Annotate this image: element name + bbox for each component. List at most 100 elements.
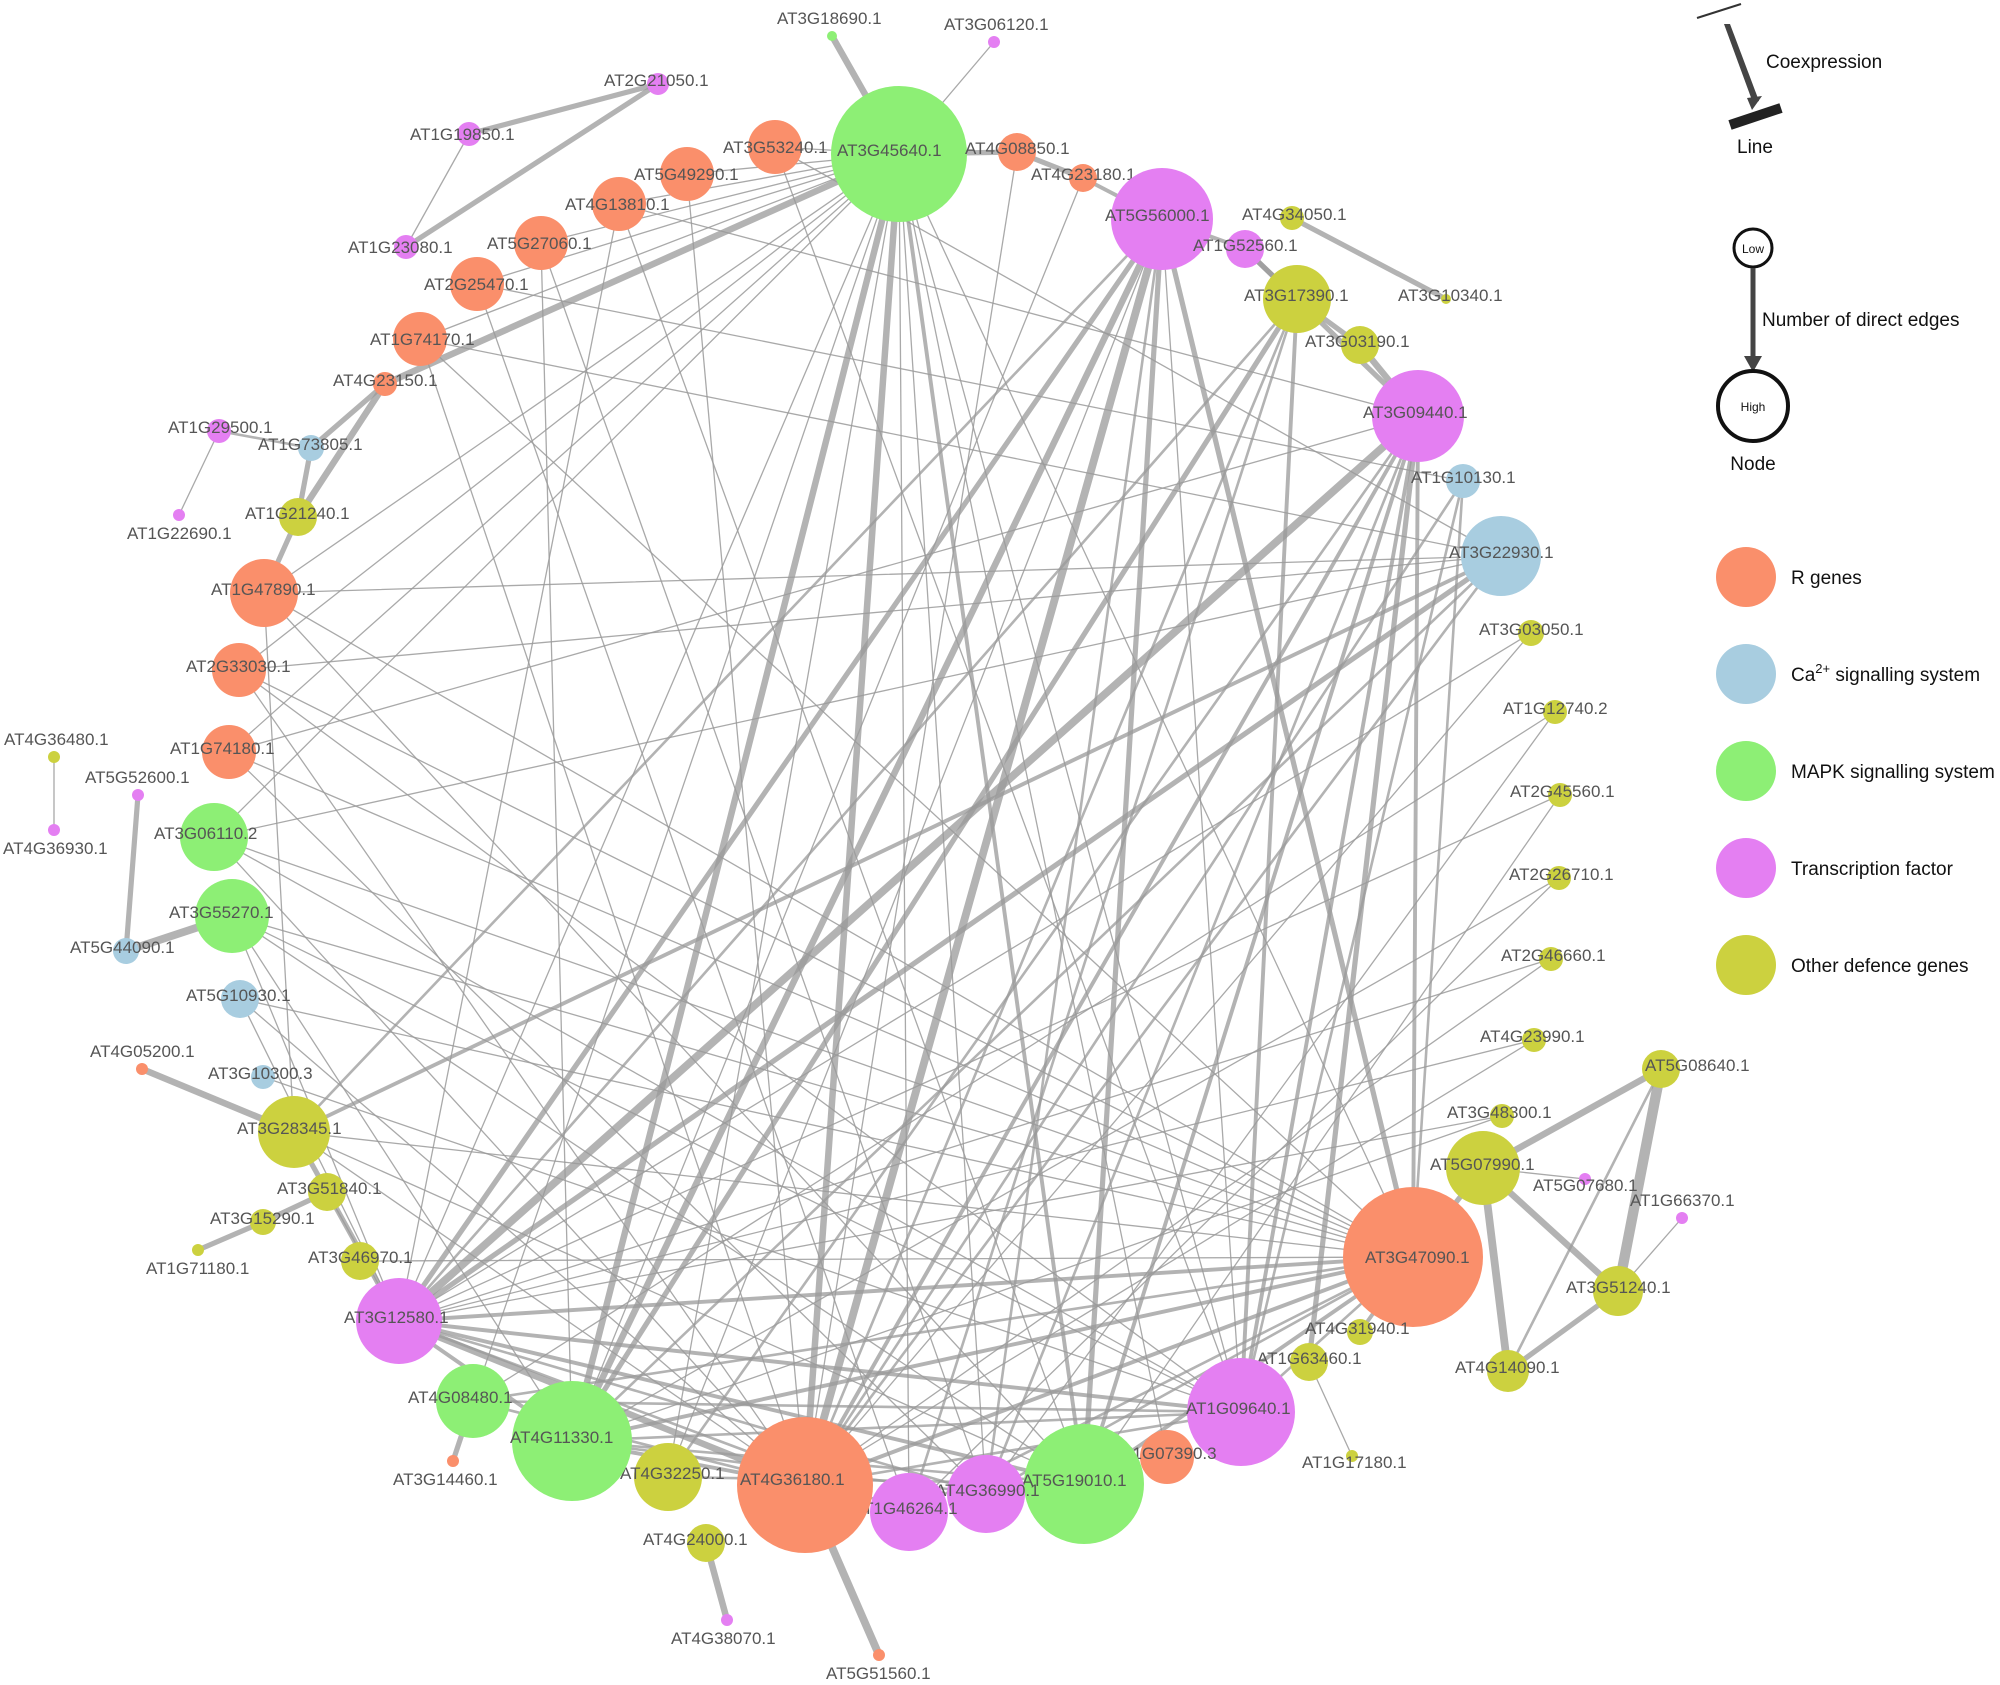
node-circle xyxy=(212,643,266,697)
node-circle xyxy=(1280,206,1304,230)
edge xyxy=(228,153,900,753)
network-node: AT4G36990.1 xyxy=(935,1455,1040,1533)
edge xyxy=(213,555,1502,838)
node-label: AT5G27060.1 xyxy=(487,234,592,253)
legend-node-label: Node xyxy=(1730,454,1775,475)
edge xyxy=(804,958,1552,1486)
network-node: AT3G03050.1 xyxy=(1479,620,1584,646)
network-node: AT2G45560.1 xyxy=(1510,782,1615,807)
edge xyxy=(618,203,1419,417)
node-label: AT5G10930.1 xyxy=(186,986,291,1005)
network-node: AT1G09640.1 xyxy=(1186,1358,1295,1466)
legend-node-low xyxy=(1732,227,1774,269)
network-node: AT3G51840.1 xyxy=(277,1173,382,1211)
edge xyxy=(1082,414,1420,1486)
edge xyxy=(570,554,1503,1443)
legend-label-suffix: signalling system xyxy=(1830,665,1980,686)
node-label: AT3G06110.2 xyxy=(154,824,257,843)
network-node: AT3G28345.1 xyxy=(237,1096,342,1168)
legend-swatch-r xyxy=(1716,547,1776,607)
node-label: AT3G12580.1 xyxy=(344,1308,449,1327)
node-circle xyxy=(1593,1266,1643,1316)
edge xyxy=(803,1255,1415,1487)
legend-label-text: R genes xyxy=(1791,568,1862,589)
node-circle xyxy=(1642,1050,1680,1088)
node-label: AT4G05200.1 xyxy=(90,1042,195,1061)
node-label: AT3G18690.1 xyxy=(777,9,882,28)
node-label: AT3G55270.1 xyxy=(169,903,274,922)
node-circle xyxy=(1461,516,1541,596)
node-circle xyxy=(1539,947,1563,971)
node-circle xyxy=(48,824,60,836)
edge xyxy=(1239,297,1299,1414)
network-node: AT2G26710.1 xyxy=(1509,865,1614,890)
node-circle xyxy=(393,312,447,366)
edge xyxy=(419,338,806,1486)
node-circle xyxy=(356,1278,442,1364)
network-node: AT1G17180.1 xyxy=(1302,1450,1407,1472)
edge xyxy=(238,153,900,671)
network-node: AT2G25470.1 xyxy=(424,257,529,311)
network-node: AT1G47890.1 xyxy=(211,559,316,627)
network-node: AT1G52560.1 xyxy=(1193,230,1298,268)
edge xyxy=(898,153,1242,1413)
edge xyxy=(540,242,987,1495)
edge xyxy=(398,1115,1503,1322)
node-circle xyxy=(647,73,669,95)
node-label: AT1G73805.1 xyxy=(258,435,363,454)
legend-node-high-text: High xyxy=(1741,400,1766,414)
edge xyxy=(263,592,1414,1258)
edge xyxy=(239,998,806,1486)
edge xyxy=(1161,218,1242,1413)
edge xyxy=(1306,413,1421,1365)
node-circle xyxy=(998,133,1036,171)
legend-label-text: Transcription factor xyxy=(1791,859,1954,880)
node-label: AT3G46970.1 xyxy=(308,1248,413,1267)
node-label: AT3G06120.1 xyxy=(944,15,1049,34)
node-label: AT4G13810.1 xyxy=(565,195,670,214)
network-node: AT4G05200.1 xyxy=(90,1042,195,1075)
legend-label-text: Ca xyxy=(1791,665,1816,686)
edge xyxy=(419,338,1414,1258)
node-label: AT3G15290.1 xyxy=(210,1209,315,1228)
node-circle xyxy=(132,789,144,801)
network-node: AT3G22930.1 xyxy=(1449,516,1554,596)
edge xyxy=(123,792,141,954)
edge xyxy=(403,81,661,250)
edge xyxy=(801,150,903,1489)
edge xyxy=(308,381,388,451)
node-circle xyxy=(1024,1424,1144,1544)
network-node: AT5G10930.1 xyxy=(186,980,291,1018)
edge xyxy=(213,836,1242,1413)
node-circle xyxy=(687,1524,725,1562)
edge xyxy=(397,297,1299,1323)
legend-label-o: Other defence genes xyxy=(1791,956,1968,977)
edge xyxy=(263,592,295,1133)
node-label: AT1G52560.1 xyxy=(1193,236,1298,255)
node-label: AT3G51840.1 xyxy=(277,1179,382,1198)
node-circle xyxy=(1372,370,1464,462)
edge xyxy=(1159,216,1416,1260)
edge xyxy=(1506,1067,1663,1373)
node-circle xyxy=(1543,700,1567,724)
edge xyxy=(217,429,313,450)
network-node: AT4G11330.1 xyxy=(510,1381,632,1501)
edge xyxy=(571,877,1560,1442)
node-label: AT4G23150.1 xyxy=(333,371,438,390)
node-label: AT3G22930.1 xyxy=(1449,543,1554,562)
network-node: AT4G23180.1 xyxy=(1031,164,1136,192)
node-circle xyxy=(514,216,568,270)
network-node: AT4G08480.1 xyxy=(408,1364,513,1438)
legend-swatch-tf xyxy=(1716,838,1776,898)
node-label: AT2G21050.1 xyxy=(604,71,709,90)
node-circle xyxy=(873,1649,885,1661)
edge xyxy=(898,153,1414,1258)
node-label: AT1G46264.1 xyxy=(853,1499,958,1518)
edge xyxy=(213,836,1414,1258)
legend-label-superscript: 2+ xyxy=(1815,661,1830,676)
node-circle xyxy=(737,1417,873,1553)
network-node: AT4G38070.1 xyxy=(671,1614,776,1648)
node-circle xyxy=(113,938,139,964)
node-circle xyxy=(251,1065,275,1089)
network-node: AT4G08850.1 xyxy=(965,133,1070,171)
